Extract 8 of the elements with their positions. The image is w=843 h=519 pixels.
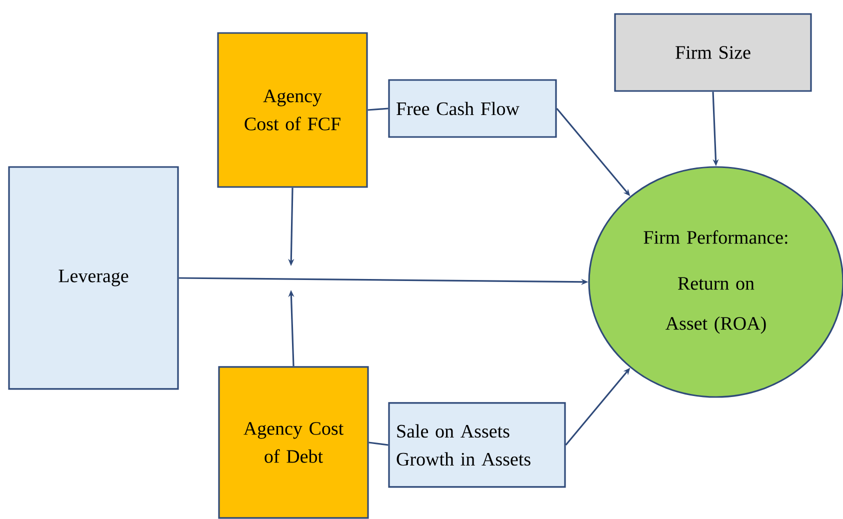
variable-box: Sale on Assets Growth in Assets	[388, 402, 566, 488]
connector-line	[368, 442, 388, 446]
variable-box: Free Cash Flow	[388, 79, 557, 138]
factor-box: Agency Cost of FCF	[217, 32, 368, 188]
factor-box: Agency Cost of Debt	[218, 366, 369, 519]
variable-box: Leverage	[8, 166, 179, 390]
connector-line	[368, 108, 388, 111]
control-box: Firm Size	[614, 13, 812, 92]
